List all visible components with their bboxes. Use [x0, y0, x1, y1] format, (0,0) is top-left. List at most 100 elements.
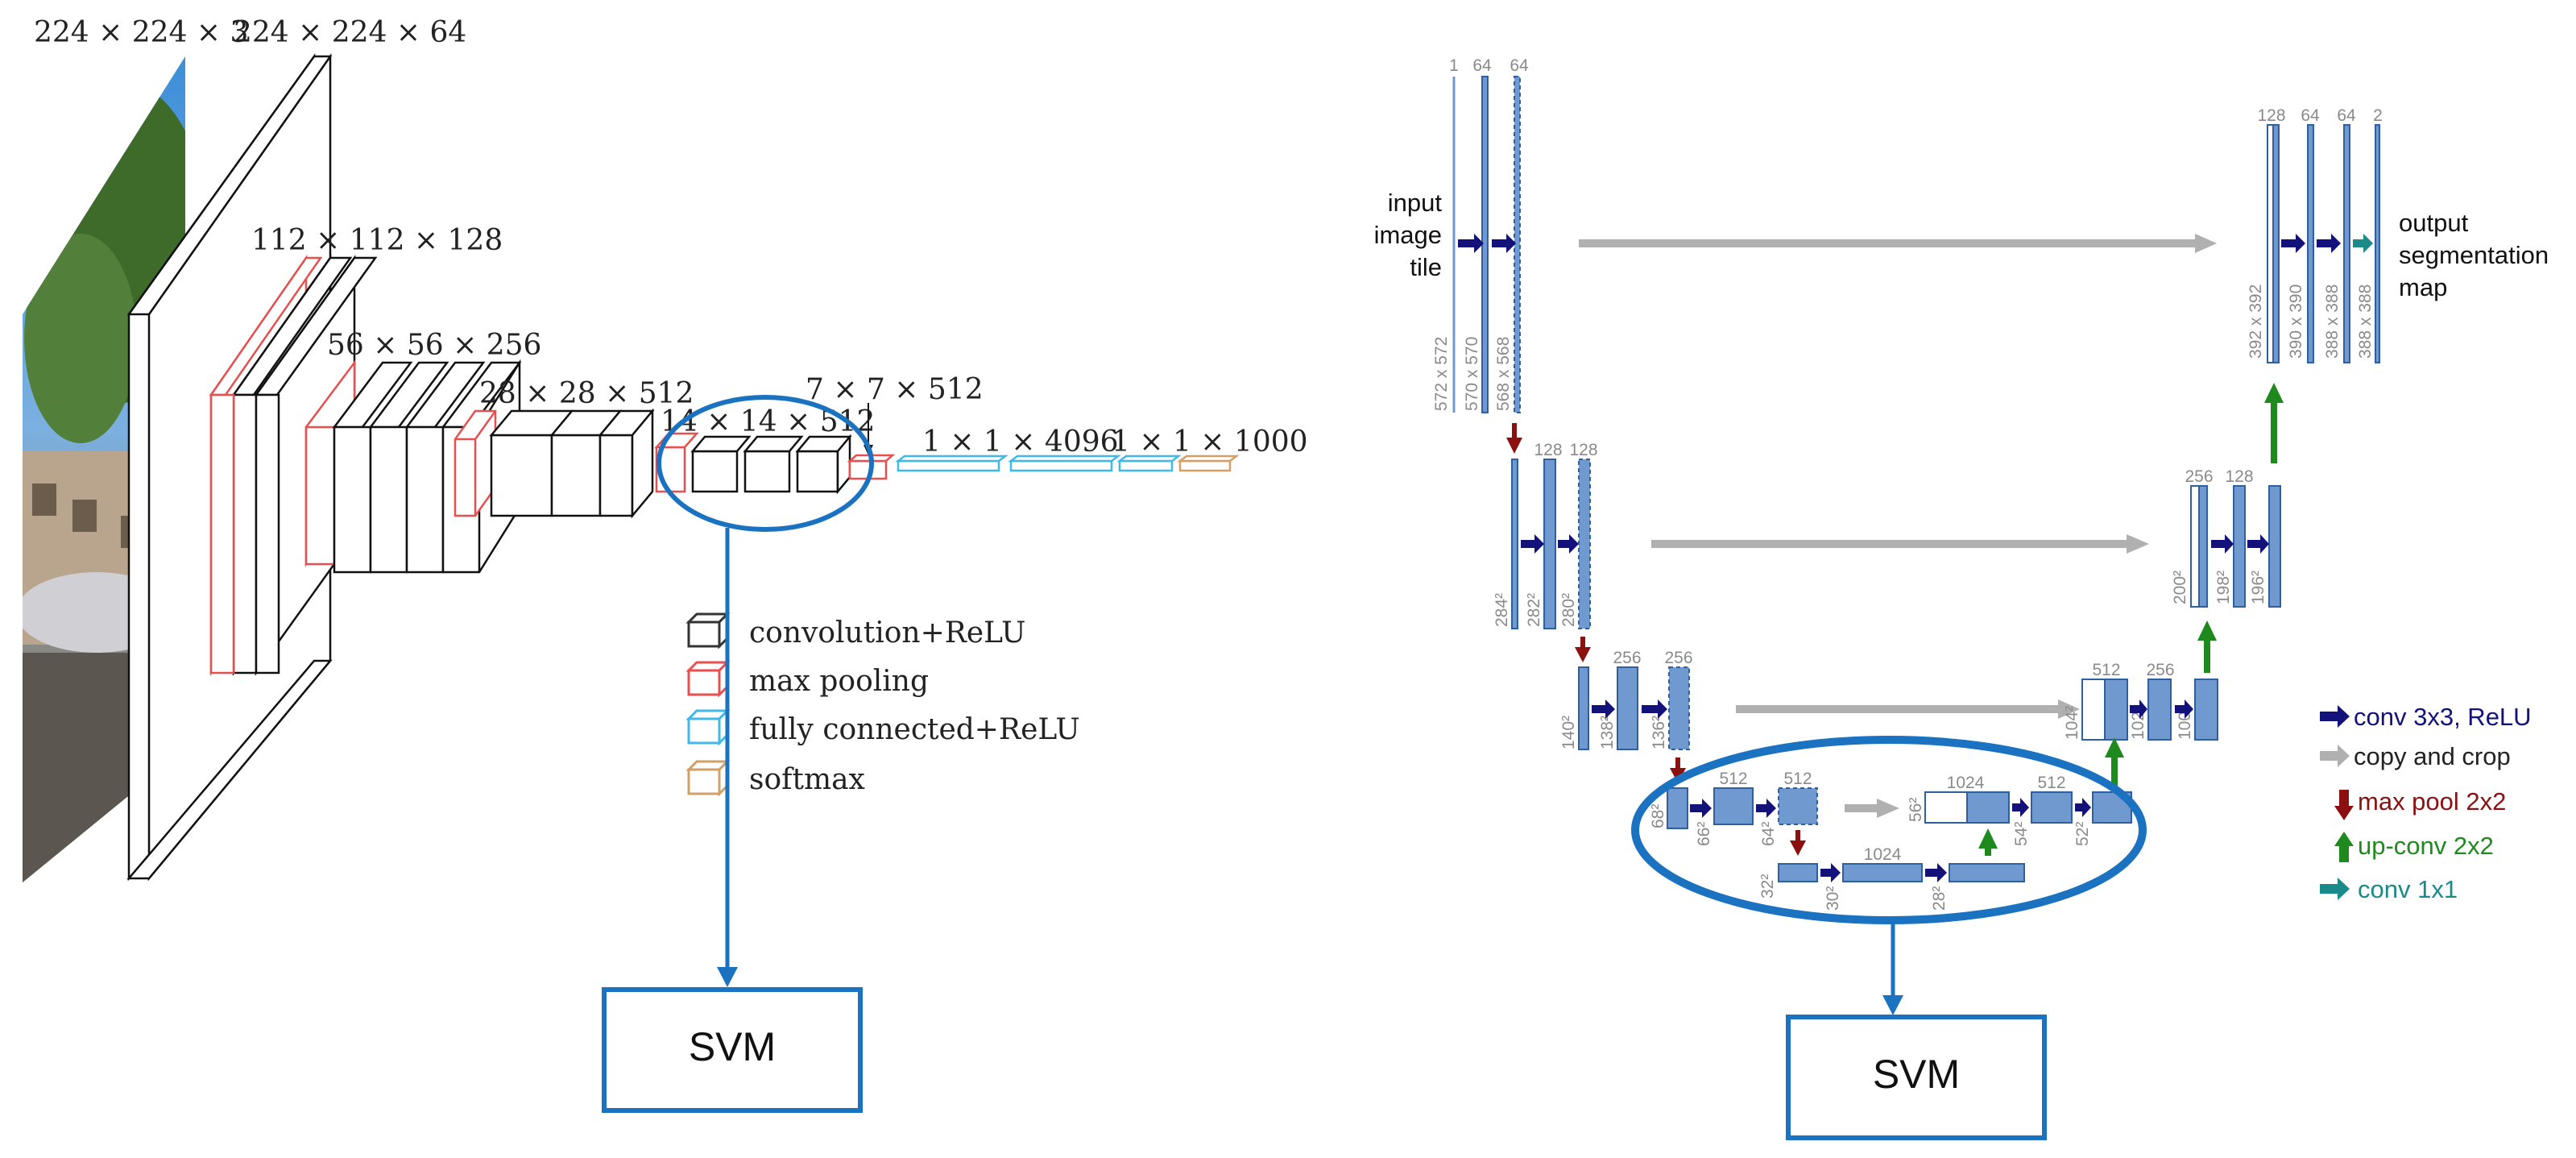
- legend-conv1x1-arrow-icon: [2320, 878, 2350, 900]
- l1-size-568: 568 x 568: [1494, 337, 1513, 411]
- unet-diagram: 1 64 64 572 x 572 570 x 570 568 x 568 in…: [1374, 56, 2549, 1140]
- legend-softmax-label: softmax: [749, 763, 865, 796]
- l4-out-size-52: 52²: [2073, 822, 2092, 846]
- l2-size-284: 284²: [1493, 593, 1511, 627]
- legend-conv3x3-label: conv 3x3, ReLU: [2354, 703, 2532, 731]
- unet-level2-encoder: 128 128 284² 282² 280²: [1493, 441, 1598, 629]
- vgg-fc-layers: [895, 454, 1182, 472]
- legend-conv3x3-arrow-icon: [2320, 705, 2350, 728]
- legend-fc-label: fully connected+ReLU: [749, 713, 1080, 746]
- legend-maxpool-arrow-icon: [2334, 790, 2354, 820]
- svm-label-left: SVM: [689, 1024, 776, 1069]
- l3-ch-256a: 256: [1613, 649, 1641, 667]
- l1-out-ch-64b: 64: [2337, 106, 2356, 125]
- label-conv1-size: 224 × 224 × 64: [234, 16, 466, 49]
- unet-highlight-ellipse: [1631, 736, 2147, 924]
- legend-softmax-icon: [685, 758, 731, 797]
- l3-out-ch-512: 512: [2092, 661, 2120, 679]
- l5-size-28: 28²: [1930, 886, 1949, 911]
- l3-ch-256b: 256: [1664, 649, 1692, 667]
- label-conv3-size: 56 × 56 × 256: [327, 329, 541, 362]
- l3-size-136: 136²: [1650, 716, 1668, 749]
- l3-out-size-100: 100²: [2176, 706, 2194, 740]
- input-label-3: tile: [1410, 253, 1442, 281]
- l1-out-size-388b: 388 x 388: [2356, 284, 2375, 359]
- svm-box-right: [1786, 1015, 2047, 1140]
- l5-size-32: 32²: [1758, 874, 1777, 899]
- legend-pool-label: max pooling: [749, 665, 929, 698]
- vgg-to-svm-arrowhead: [717, 967, 738, 987]
- l4-out-size-56: 56²: [1907, 798, 1925, 822]
- unet-level2-decoder: 256 128 200² 198² 196²: [2171, 467, 2281, 608]
- unet-level4-decoder: 1024 512 56² 54² 52²: [1907, 774, 2132, 846]
- vgg-conv5-block: [654, 432, 852, 495]
- label-conv5-size: 14 × 14 × 512: [661, 405, 875, 438]
- l1-size-572: 572 x 572: [1432, 337, 1451, 411]
- l1-out-ch-64a: 64: [2301, 106, 2320, 125]
- l1-ch-1: 1: [1449, 56, 1459, 75]
- l1-out-size-390: 390 x 390: [2287, 284, 2305, 359]
- unet-level5-bottleneck: 1024 32² 30² 28²: [1758, 845, 2025, 911]
- vgg-softmax-layer: [1177, 454, 1240, 472]
- l2-ch-128a: 128: [1534, 441, 1562, 459]
- unet-level3-encoder: 256 256 140² 138² 136²: [1559, 649, 1693, 750]
- l4-out-ch-512: 512: [2037, 774, 2065, 792]
- l1-out-size-388a: 388 x 388: [2323, 284, 2342, 359]
- l1-ch-64a: 64: [1472, 56, 1492, 75]
- unet-level4-encoder: 512 512 68² 66² 64²: [1649, 770, 1818, 846]
- vgg-pool5: [847, 454, 896, 480]
- l2-out-size-200: 200²: [2171, 571, 2189, 604]
- vgg-highlight-ellipse: [656, 395, 874, 532]
- output-label-2: segmentation: [2399, 241, 2549, 269]
- l2-out-ch-128: 128: [2225, 467, 2253, 486]
- l2-out-size-196: 196²: [2249, 571, 2267, 604]
- l2-size-280: 280²: [1559, 593, 1578, 627]
- unet-level1-decoder: 128 64 64 2 392 x 392 390 x 390 388 x 38…: [2247, 106, 2383, 363]
- l4-size-68: 68²: [1649, 804, 1667, 828]
- l4-ch-512a: 512: [1719, 770, 1747, 788]
- legend-upconv-label: up-conv 2x2: [2358, 832, 2494, 860]
- l4-out-ch-1024: 1024: [1947, 774, 1985, 792]
- unet-level3-decoder: 512 256 104² 102² 100²: [2063, 661, 2218, 741]
- legend-maxpool-label: max pool 2x2: [2358, 787, 2506, 816]
- l3-out-size-104: 104²: [2063, 706, 2081, 740]
- unet-to-svm-arrowhead: [1882, 995, 1903, 1015]
- legend-conv-label: convolution+ReLU: [749, 616, 1025, 650]
- legend-conv-icon: [685, 611, 731, 650]
- vgg-legend: convolution+ReLU max pooling fully conne…: [685, 611, 1080, 797]
- svm-box-left: [602, 987, 863, 1113]
- l5-size-30: 30²: [1824, 886, 1842, 911]
- l2-size-282: 282²: [1525, 593, 1543, 627]
- l1-out-size-392: 392 x 392: [2247, 284, 2265, 359]
- l4-ch-512b: 512: [1783, 770, 1812, 788]
- label-input-size: 224 × 224 × 3: [34, 16, 248, 49]
- output-label-1: output: [2399, 209, 2469, 237]
- vgg-conv4-block: [453, 408, 655, 519]
- input-label-2: image: [1374, 221, 1442, 249]
- legend-upconv-arrow-icon: [2334, 832, 2354, 862]
- legend-fc-icon: [685, 708, 731, 746]
- l3-size-138: 138²: [1598, 716, 1617, 749]
- l4-size-64: 64²: [1759, 822, 1778, 846]
- label-conv2-size: 112 × 112 × 128: [251, 224, 503, 257]
- l1-out-ch-128: 128: [2257, 106, 2285, 125]
- unet-legend: conv 3x3, ReLU copy and crop max pool 2x…: [2320, 703, 2532, 903]
- unet-level1-encoder: 1 64 64 572 x 572 570 x 570 568 x 568: [1432, 56, 1529, 413]
- l1-size-570: 570 x 570: [1463, 337, 1481, 411]
- label-softmax-size: 1 × 1 × 1000: [1112, 425, 1308, 459]
- output-label-3: map: [2399, 273, 2447, 301]
- legend-pool-icon: [685, 659, 731, 698]
- l1-out-ch-2: 2: [2373, 106, 2383, 125]
- l4-out-size-54: 54²: [2012, 822, 2031, 846]
- legend-copy-label: copy and crop: [2354, 742, 2511, 770]
- label-conv4-size: 28 × 28 × 512: [479, 377, 694, 410]
- l2-ch-128b: 128: [1569, 441, 1597, 459]
- l3-out-ch-256: 256: [2146, 661, 2174, 679]
- svm-label-right: SVM: [1873, 1052, 1960, 1097]
- legend-conv1x1-label: conv 1x1: [2358, 875, 2458, 903]
- label-pool5-size: 7 × 7 × 512: [806, 373, 984, 406]
- l5-ch-1024: 1024: [1864, 845, 1902, 864]
- l3-size-140: 140²: [1559, 716, 1578, 749]
- l1-ch-64b: 64: [1510, 56, 1529, 75]
- vgg-conv2-block: [209, 255, 378, 676]
